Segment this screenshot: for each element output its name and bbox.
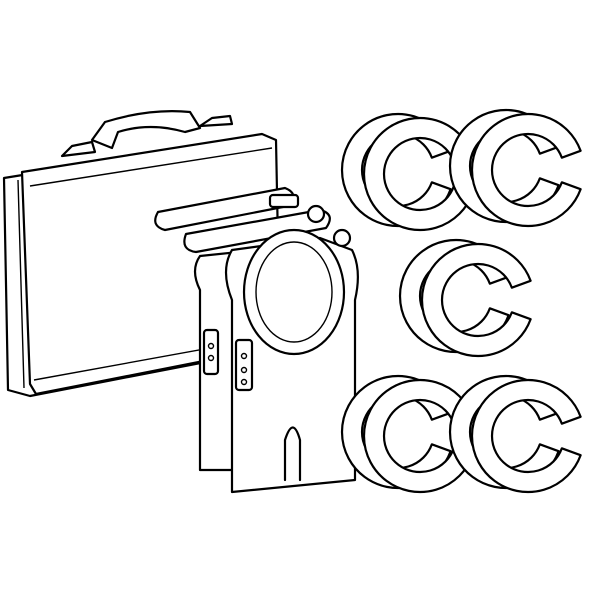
ring-pair	[448, 374, 582, 494]
ring	[420, 242, 532, 358]
ring-pair	[340, 374, 474, 494]
ring-pair	[448, 108, 582, 228]
ring-pair	[398, 238, 532, 358]
ring-set	[340, 108, 582, 494]
clamp-tool-right	[183, 193, 359, 494]
ring	[470, 112, 582, 228]
ring	[470, 378, 582, 494]
ring-pair	[340, 112, 474, 232]
